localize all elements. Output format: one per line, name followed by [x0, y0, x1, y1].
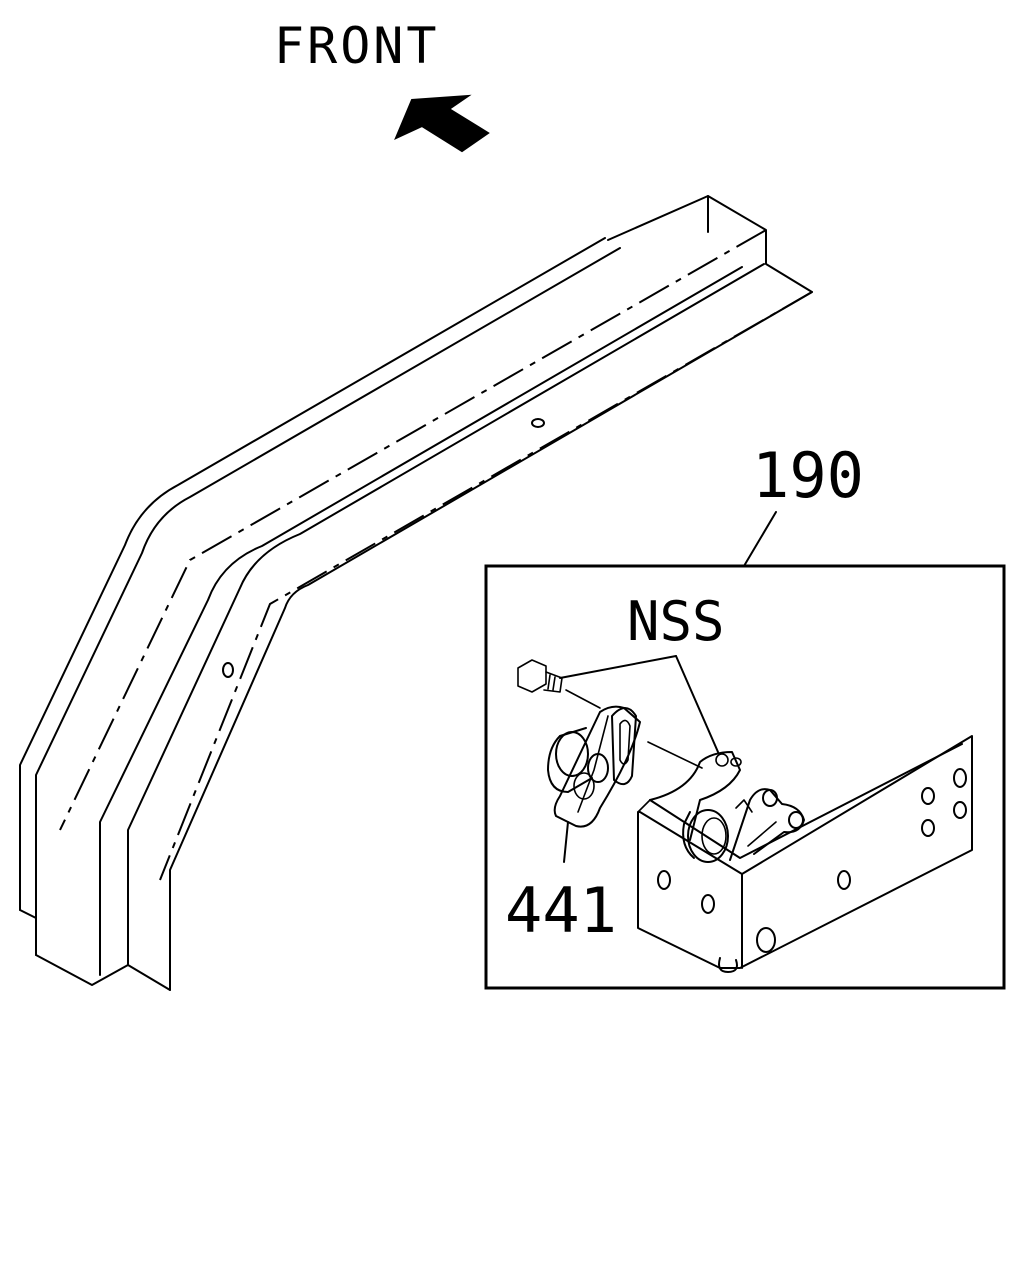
front-label: FRONT: [274, 17, 440, 75]
leader-441: [563, 821, 569, 863]
rail-web-lower: [169, 291, 813, 991]
part-number-441: 441: [505, 874, 617, 947]
hinge-assembly: [517, 659, 973, 973]
rail-web-upper: [99, 266, 743, 976]
l-bracket: [637, 735, 973, 973]
rail-bottom-end: [35, 954, 171, 991]
front-arrow-icon: [394, 94, 490, 153]
hinge-arms: [649, 751, 805, 863]
rail-phantom-line-a: [59, 229, 767, 831]
detail-box: [484, 564, 1006, 990]
frame-rail: [19, 195, 813, 991]
rail-hole-lower: [222, 662, 234, 678]
nss-leaders: [559, 655, 719, 753]
part-number-190: 190: [752, 439, 864, 512]
rail-bottom-left: [19, 909, 37, 919]
bolt-icon: [517, 659, 563, 693]
leader-190: [743, 511, 777, 567]
cylinder-441: [547, 705, 641, 828]
rail-end-top: [607, 195, 813, 293]
rail-hole-upper: [531, 418, 545, 428]
nss-label: NSS: [627, 590, 725, 653]
rail-inner-bend: [127, 263, 765, 966]
rail-flange-edge: [35, 247, 621, 956]
rail-phantom-line-b: [159, 291, 813, 881]
front-indicator: FRONT: [272, 15, 490, 153]
rail-outer-edge: [19, 237, 606, 911]
